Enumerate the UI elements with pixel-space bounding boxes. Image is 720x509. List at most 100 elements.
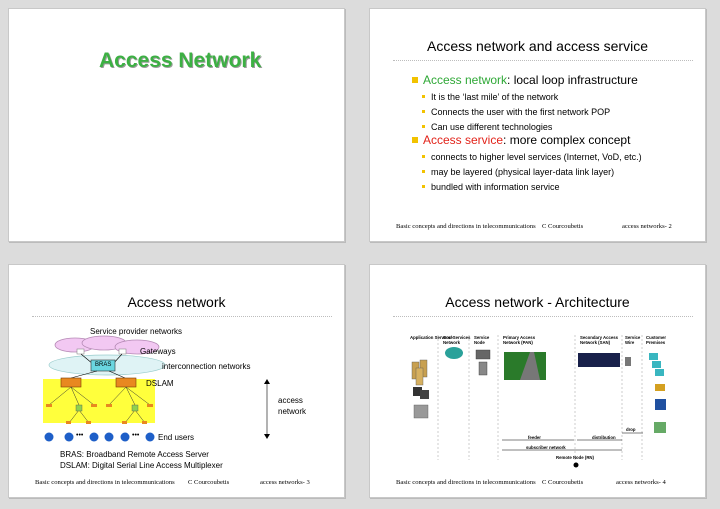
- sub-bullet-text: connects to higher level services (Inter…: [431, 152, 642, 162]
- sub-bullet: Can use different technologies: [422, 122, 552, 132]
- column-dividers: [437, 335, 643, 460]
- service-wire-icon: [625, 357, 631, 366]
- bullet-square-icon: [412, 77, 418, 83]
- footer-author: C Courcoubetis: [188, 479, 230, 486]
- label-end-users: End users: [158, 433, 195, 442]
- col-pan: Primary Access Network (PAN): [503, 335, 536, 345]
- service-node-icon: [478, 361, 488, 376]
- slide-3[interactable]: Access network: [8, 264, 345, 498]
- sub-bullet-text: may be layered (physical layer-data link…: [431, 167, 615, 177]
- slide-title: Access network: [127, 294, 226, 310]
- link-line: [70, 370, 98, 379]
- dslam-box: [115, 377, 137, 388]
- term-highlight: Access network: [423, 73, 508, 87]
- term-highlight: Access service: [423, 133, 504, 147]
- col-core-network: Core Network: [443, 335, 460, 345]
- gateway-icon: [76, 348, 85, 355]
- footer-author: C Courcoubetis: [542, 479, 584, 486]
- note-bras: BRAS: Broadband Remote Access Server: [60, 450, 209, 459]
- ellipsis-right: •••: [132, 432, 140, 439]
- end-user-icons: [44, 432, 155, 442]
- term-text: : local loop infrastructure: [507, 73, 638, 87]
- term-text: : more complex concept: [503, 133, 631, 147]
- bullet-access-service: Access service: more complex concept: [412, 133, 630, 147]
- label-access: access: [278, 396, 303, 405]
- label-distribution: distribution: [592, 435, 616, 440]
- label-service-provider: Service provider networks: [90, 327, 183, 336]
- footer-course: Basic concepts and directions in telecom…: [396, 479, 536, 486]
- architecture-diagram: [411, 335, 666, 468]
- core-network-icon: [445, 347, 463, 359]
- slide-1[interactable]: Access Network: [8, 8, 345, 242]
- arrow-down-icon: [264, 434, 270, 439]
- splitter-icon: [131, 404, 139, 412]
- sub-bullet-text: Can use different technologies: [431, 122, 553, 132]
- bullet-dot-icon: [422, 155, 425, 158]
- label-dslam: DSLAM: [146, 379, 174, 388]
- tree-lines: [48, 386, 151, 424]
- note-dslam: DSLAM: Digital Serial Line Access Multip…: [60, 461, 223, 470]
- label-gateways: Gateways: [140, 347, 176, 356]
- slide-2[interactable]: Access network and access service Access…: [369, 8, 706, 242]
- sub-bullet-text: bundled with information service: [431, 182, 560, 192]
- slide-4[interactable]: Access network - Architecture Applicatio…: [369, 264, 706, 498]
- bullet-dot-icon: [422, 170, 425, 173]
- col-app-servers: Application Servers/ Services: [410, 335, 470, 340]
- splitter-icon: [75, 404, 83, 412]
- gateway-icon: [118, 348, 127, 355]
- service-node-icon: [475, 349, 491, 360]
- title-divider: [32, 316, 332, 317]
- label-interconnection: interconnection networks: [162, 362, 251, 371]
- bullet-dot-icon: [422, 95, 425, 98]
- label-subscriber: subscriber network: [526, 445, 566, 450]
- title-divider: [393, 316, 693, 317]
- col-label: Application Servers/ Services: [410, 335, 471, 340]
- label-drop: drop: [626, 427, 636, 432]
- sub-bullet: may be layered (physical layer-data link…: [422, 167, 614, 177]
- node-icon: [147, 404, 153, 407]
- slide-title: Access network and access service: [427, 38, 648, 54]
- node-icon: [106, 404, 112, 407]
- server-icons: [411, 359, 429, 419]
- footer-course: Basic concepts and directions in telecom…: [396, 223, 536, 230]
- leaf-nodes: [66, 421, 147, 424]
- footer-page: access networks- 4: [616, 479, 666, 486]
- customer-icons: [649, 353, 666, 433]
- bras-box: [90, 359, 116, 372]
- sub-bullet-text: It is the ‘last mile’ of the network: [431, 92, 559, 102]
- footer-page: access networks- 2: [622, 223, 672, 230]
- label-bras: BRAS: [95, 362, 112, 368]
- access-area: [43, 379, 155, 423]
- dslam-box: [60, 377, 82, 388]
- bullet-dot-icon: [422, 125, 425, 128]
- san-image: [578, 353, 620, 367]
- sub-bullet: Connects the user with the first network…: [422, 107, 610, 117]
- footer-page: access networks- 3: [260, 479, 310, 486]
- title-divider: [393, 60, 693, 61]
- col-service-node: Service Node: [474, 335, 490, 345]
- label-feeder: feeder: [528, 435, 541, 440]
- sub-bullet: bundled with information service: [422, 182, 560, 192]
- bullet-dot-icon: [422, 185, 425, 188]
- remote-node-icon: [573, 462, 579, 468]
- dimension-lines: [502, 432, 643, 451]
- slide-title: Access Network: [99, 49, 262, 72]
- sub-bullet: It is the ‘last mile’ of the network: [422, 92, 558, 102]
- node-icon: [91, 404, 97, 407]
- node-icon: [46, 404, 52, 407]
- col-customer-premises: Customer Premises: [646, 335, 667, 345]
- ellipsis-left: •••: [76, 432, 84, 439]
- sub-bullet-text: Connects the user with the first network…: [431, 107, 611, 117]
- footer-course: Basic concepts and directions in telecom…: [35, 479, 175, 486]
- link-line: [108, 370, 126, 379]
- access-network-diagram: [43, 335, 270, 442]
- road-icon: [520, 352, 540, 380]
- label-remote-node: Remote Node (RN): [556, 455, 594, 460]
- sub-bullet: connects to higher level services (Inter…: [422, 152, 642, 162]
- footer-author: C Courcoubetis: [542, 223, 584, 230]
- bullet-access-network: Access network: local loop infrastructur…: [412, 73, 638, 87]
- bullet-square-icon: [412, 137, 418, 143]
- label-network: network: [278, 407, 307, 416]
- slide-title: Access network - Architecture: [445, 294, 630, 310]
- col-san: Secondary Access Network (SAN): [580, 335, 619, 345]
